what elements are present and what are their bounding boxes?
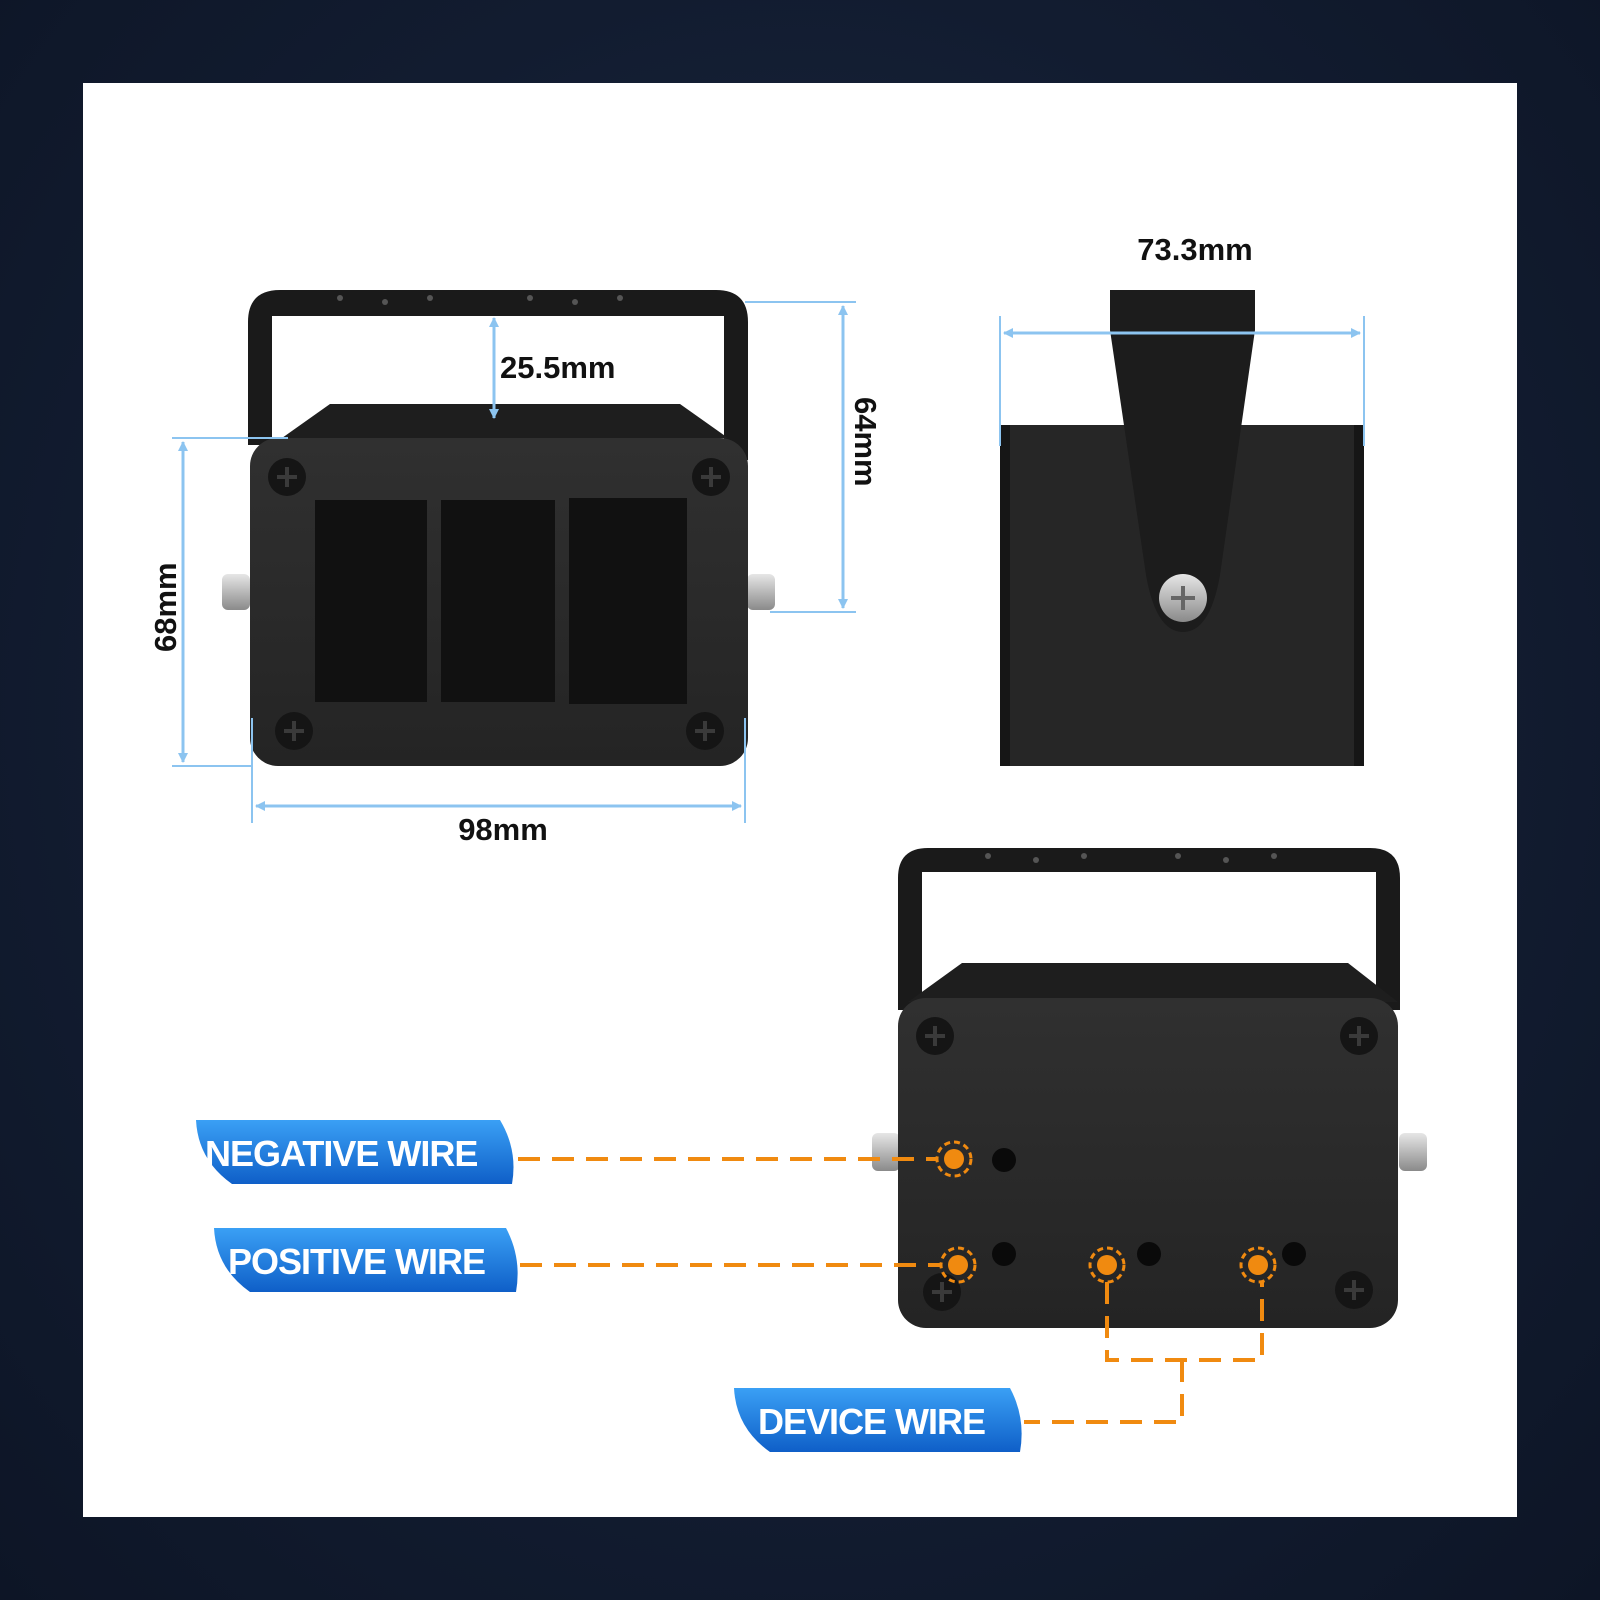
side-bolt-right [1399, 1133, 1427, 1171]
screw-icon [1335, 1271, 1373, 1309]
side-bolt-left [872, 1133, 900, 1171]
lens-window [569, 498, 687, 704]
screw-icon [692, 458, 730, 496]
screw-icon [916, 1017, 954, 1055]
positive-wire-text: POSITIVE WIRE [228, 1241, 485, 1282]
device-terminal-marker [1088, 1246, 1126, 1284]
wire-hole [1137, 1242, 1161, 1266]
device-terminal-marker [1239, 1246, 1277, 1284]
mounting-bracket [898, 848, 1400, 1010]
dim-label-bracket-gap: 25.5mm [500, 350, 615, 385]
wire-hole [992, 1242, 1016, 1266]
housing-rear [898, 998, 1398, 1328]
dim-label-width: 98mm [458, 812, 548, 847]
device-wire-leader [1024, 1282, 1264, 1424]
housing-top [282, 404, 728, 438]
screw-icon [1340, 1017, 1378, 1055]
device-wire-label: DEVICE WIRE [734, 1388, 1022, 1452]
wire-hole [1282, 1242, 1306, 1266]
screw-icon [686, 712, 724, 750]
bracket-bolt-icon [1159, 574, 1207, 622]
dim-label-height-bracket: 64mm [848, 397, 883, 487]
dim-label-body-height: 68mm [148, 562, 183, 652]
dim-label-depth: 73.3mm [1137, 232, 1252, 267]
screw-icon [923, 1273, 961, 1311]
negative-wire-text: NEGATIVE WIRE [205, 1133, 477, 1174]
rear-view [872, 848, 1427, 1328]
wire-hole [992, 1148, 1016, 1172]
wire-leaders [518, 1157, 1264, 1424]
negative-wire-label: NEGATIVE WIRE [196, 1120, 514, 1184]
housing-top [908, 963, 1398, 1002]
bracket-side [1110, 290, 1255, 632]
device-wire-text: DEVICE WIRE [758, 1401, 985, 1442]
mounting-bracket [248, 290, 748, 460]
front-view: 25.5mm 64mm 68mm 98mm [148, 290, 883, 847]
side-bolt-left [222, 574, 250, 610]
screw-icon [275, 712, 313, 750]
lens-window [315, 500, 427, 702]
lens-window [441, 500, 555, 702]
positive-wire-label: POSITIVE WIRE [214, 1228, 518, 1292]
side-view: 73.3mm [999, 232, 1365, 766]
screw-icon [268, 458, 306, 496]
side-bolt-right [747, 574, 775, 610]
